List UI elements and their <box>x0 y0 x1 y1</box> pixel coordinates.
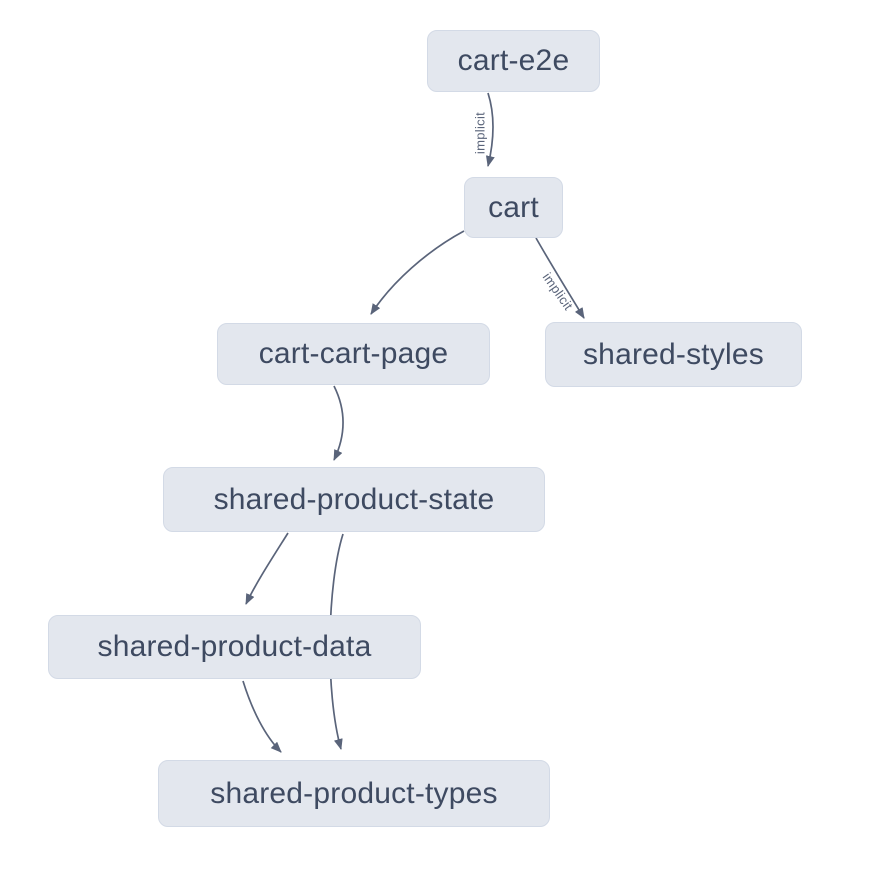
graph-node-label: cart-cart-page <box>258 337 449 370</box>
edge-shared-product-data-to-shared-product-types <box>242 680 282 753</box>
graph-node-cart[interactable]: cart <box>464 177 563 238</box>
graph-node-label: cart <box>488 190 539 224</box>
edge-cart-cart-page-to-shared-product-state <box>333 385 344 461</box>
graph-node-label: shared-product-types <box>210 776 498 810</box>
graph-node-label: shared-styles <box>582 337 764 371</box>
graph-node-shared-product-state[interactable]: shared-product-state <box>163 467 545 532</box>
graph-node-cart-cart-page[interactable]: cart-cart-page <box>217 323 490 385</box>
edge-shared-product-state-to-shared-product-data <box>245 532 289 605</box>
graph-node-label: shared-product-data <box>97 630 372 663</box>
graph-node-label: shared-product-state <box>213 482 495 516</box>
graph-node-cart-e2e[interactable]: cart-e2e <box>427 30 600 92</box>
graph-node-label: cart-e2e <box>457 44 570 77</box>
edge-label-cart-e2e-to-cart: implicit <box>472 112 487 154</box>
graph-node-shared-product-types[interactable]: shared-product-types <box>158 760 550 827</box>
graph-node-shared-styles[interactable]: shared-styles <box>545 322 802 387</box>
edge-cart-to-shared-styles <box>535 237 585 319</box>
edge-cart-e2e-to-cart <box>485 92 495 167</box>
graph-node-shared-product-data[interactable]: shared-product-data <box>48 615 421 679</box>
edge-cart-to-cart-cart-page <box>370 230 465 315</box>
